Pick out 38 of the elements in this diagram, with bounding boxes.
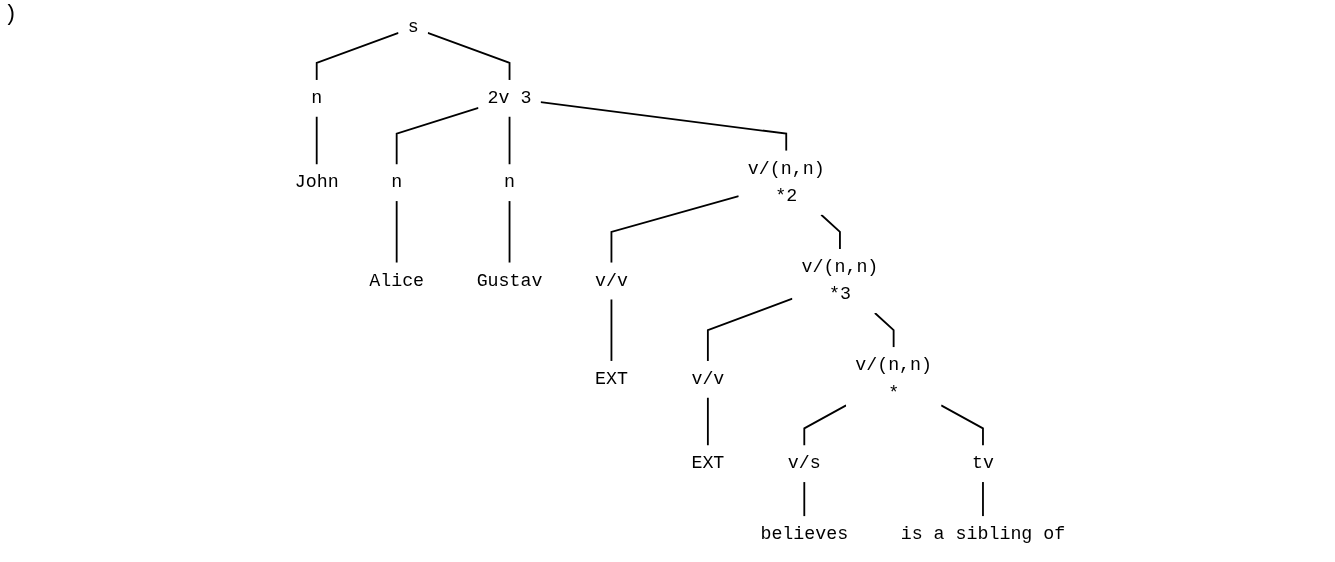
node-text: 2v 3	[487, 87, 532, 109]
node-text: EXT	[594, 368, 628, 390]
node-text: EXT	[691, 453, 725, 475]
node-text: v/v	[594, 270, 628, 292]
node-text: Gustav	[476, 270, 543, 292]
connector	[610, 298, 613, 362]
text-label: )	[4, 2, 18, 27]
connector	[706, 297, 794, 362]
connector	[315, 115, 318, 166]
node-text: believes	[760, 524, 849, 545]
node-text: n	[311, 87, 323, 109]
node-text: v/(n,n) *2	[747, 158, 825, 207]
node-text: v/s	[787, 453, 821, 475]
node-text: n	[504, 172, 516, 194]
connector	[539, 101, 788, 152]
connector	[426, 31, 511, 81]
connector	[982, 481, 984, 518]
node-text: v/v	[691, 368, 725, 390]
connector	[395, 107, 480, 166]
connector	[874, 312, 895, 349]
connector	[395, 200, 398, 264]
connector	[508, 115, 511, 166]
connector	[315, 31, 400, 81]
connector	[940, 404, 984, 447]
node-text: n	[391, 172, 403, 194]
node-text: v/(n,n) *	[855, 355, 933, 404]
connector	[508, 200, 511, 264]
node-text: s	[407, 17, 419, 38]
connector	[610, 195, 740, 264]
node-text: v/(n,n) *3	[801, 257, 879, 305]
node-text: Alice	[369, 270, 425, 292]
node-text: is a sibling of	[900, 524, 1066, 545]
node-text: tv	[972, 453, 994, 475]
connector	[706, 396, 709, 447]
connector	[820, 213, 841, 250]
node-text: John	[294, 172, 339, 194]
connector	[803, 404, 847, 447]
connector	[803, 481, 806, 518]
